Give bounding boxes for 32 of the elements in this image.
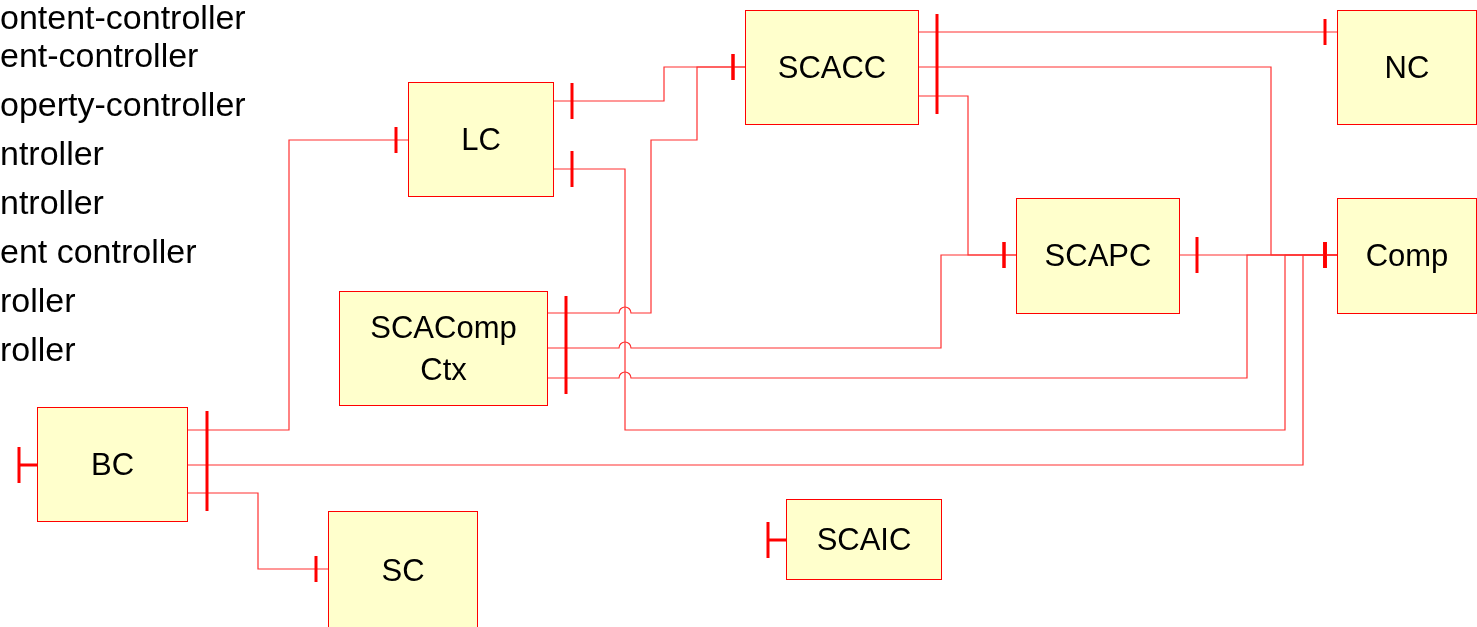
component-box [745,10,919,125]
interface-binding [547,240,1017,349]
interface-binding [187,125,409,431]
controller-list-text: ent controller [0,234,197,268]
controller-list-text: roller [0,332,76,366]
component-box [1337,10,1477,125]
controller-list-text: roller [0,283,76,317]
component-name: SC [381,552,425,590]
interface-binding [918,17,1338,47]
controller-list-text: ntroller [0,185,104,219]
controller-list-text: ntroller [0,136,104,170]
component-name: SCAIC [816,520,912,559]
component-name: LC [461,120,501,159]
component-name: Comp [1365,237,1449,275]
component-box [1016,198,1180,314]
controller-list-text: operty-controller [0,87,246,121]
interface-binding [547,52,746,314]
component-box [408,82,554,197]
component-box [328,511,478,627]
component-box [339,291,548,406]
component-name: SCAPC [1044,237,1152,275]
interface-binding [187,492,329,584]
component-box [37,407,188,522]
component-box [1337,198,1477,314]
component-box [786,499,942,580]
component-name: BC [90,445,135,484]
interface-binding [187,240,1338,466]
controller-list-text: ontent-controller [0,0,246,34]
component-name: SCAComp Ctx [369,308,518,389]
controller-list-text: ent-controller [0,38,199,72]
component-name: NC [1384,48,1430,87]
component-name: SCACC [777,48,887,87]
